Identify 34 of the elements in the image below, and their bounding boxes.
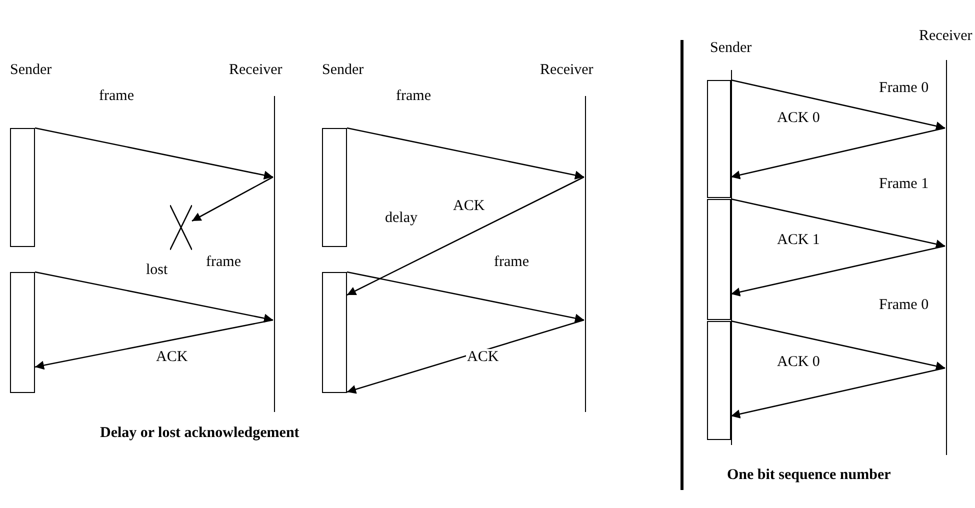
arrow <box>346 271 584 323</box>
lifeline <box>274 96 277 412</box>
timer-box <box>707 321 731 440</box>
cross-mark <box>170 205 192 250</box>
arrow <box>346 127 584 180</box>
lifeline-header: Receiver <box>540 62 594 79</box>
arrow <box>34 319 274 370</box>
delay-label: delay <box>385 210 418 227</box>
arrow <box>730 320 946 370</box>
timer-box <box>10 272 35 393</box>
arrow <box>730 127 946 180</box>
caption: One bit sequence number <box>727 467 891 484</box>
timer-box <box>707 80 731 198</box>
lifeline-header: Sender <box>710 40 752 57</box>
lifeline <box>585 96 588 412</box>
timer-box <box>707 199 731 320</box>
arrow <box>192 176 274 222</box>
arrow <box>730 367 946 418</box>
arrow <box>34 271 274 323</box>
lifeline-header: Receiver <box>919 28 972 45</box>
timer-box <box>322 272 347 393</box>
arrow <box>730 198 946 248</box>
timer-box <box>322 128 347 247</box>
lifeline-header: Sender <box>10 62 52 79</box>
lifeline-header: Sender <box>322 62 364 79</box>
arrow <box>730 245 946 296</box>
arrow <box>730 79 946 130</box>
timer-box <box>10 128 35 247</box>
lifeline <box>946 60 949 455</box>
arrow <box>34 127 274 180</box>
caption: Delay or lost acknowledgement <box>100 425 300 442</box>
lifeline-header: Receiver <box>229 62 282 79</box>
arrow <box>346 319 584 394</box>
arrow <box>346 176 584 296</box>
